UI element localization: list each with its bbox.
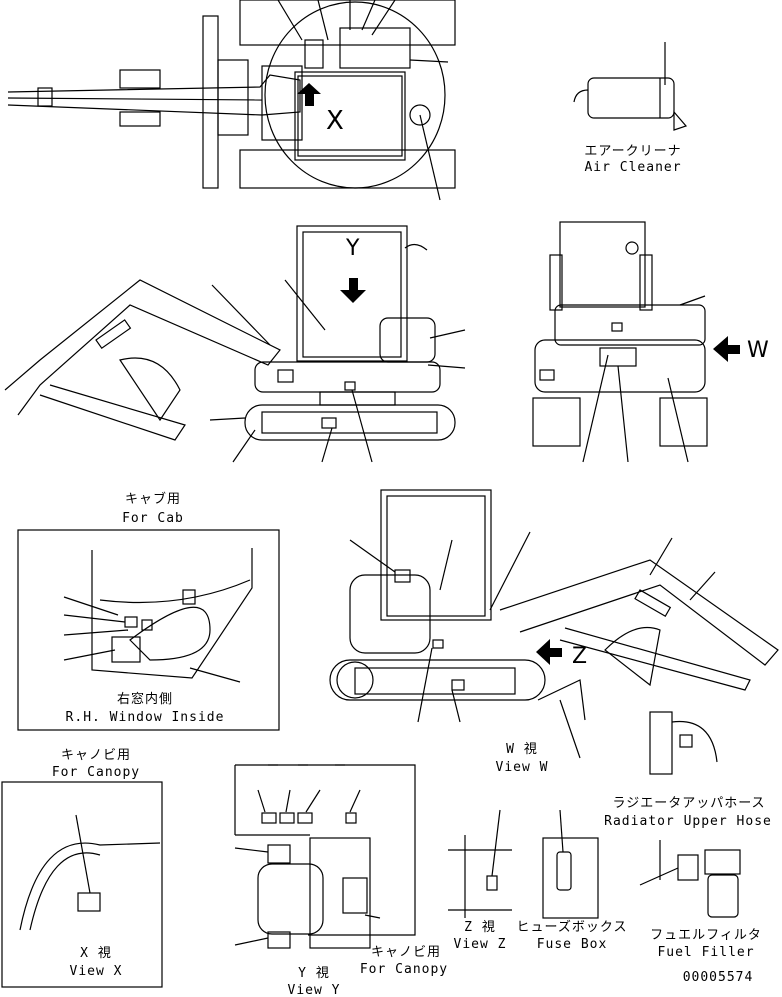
rear-view-machine bbox=[532, 221, 708, 463]
radiator-hose-label-en: Radiator Upper Hose bbox=[604, 814, 772, 829]
fuel-filler-label-en: Fuel Filler bbox=[657, 945, 755, 960]
radiator-hose-drawing bbox=[649, 711, 718, 775]
rh-window-label-jp: 右窓内側 bbox=[116, 692, 173, 707]
side-view-machine bbox=[4, 225, 466, 463]
view-z-label-en: View Z bbox=[453, 937, 507, 952]
radiator-hose-label-jp: ラジエータアッパホース bbox=[612, 796, 766, 811]
arrow-z-icon bbox=[536, 639, 562, 665]
view-z-drawing bbox=[448, 809, 512, 918]
for-cab-label-en: For Cab bbox=[122, 511, 184, 526]
view-w-label-jp: W 視 bbox=[506, 742, 538, 757]
air-cleaner-label-jp: エアークリーナ bbox=[584, 144, 682, 159]
fuel-filter-drawing bbox=[639, 840, 741, 918]
air-cleaner-drawing bbox=[573, 42, 688, 131]
side-view-machine-rh bbox=[329, 489, 779, 759]
arrow-x-icon bbox=[297, 83, 321, 106]
fuse-box-drawing bbox=[542, 809, 599, 919]
rh-window-label-en: R.H. Window Inside bbox=[65, 710, 225, 725]
for-canopy2-label-jp: キャノビ用 bbox=[370, 945, 441, 960]
fuel-filler-label-jp: フュエルフィルタ bbox=[650, 928, 762, 943]
marker-y: Y bbox=[346, 236, 360, 261]
marker-z: Z bbox=[572, 644, 588, 669]
air-cleaner-label-en: Air Cleaner bbox=[584, 160, 682, 175]
fuse-box-label-jp: ヒューズボックス bbox=[516, 920, 628, 935]
view-x-label-jp: X 視 bbox=[80, 946, 112, 961]
view-y-label-jp: Y 視 bbox=[298, 966, 330, 981]
view-y-label-en: View Y bbox=[287, 983, 341, 997]
view-z-label-jp: Z 視 bbox=[464, 920, 496, 935]
arrow-w-icon bbox=[713, 336, 740, 362]
for-cab-label-jp: キャブ用 bbox=[124, 492, 181, 507]
top-view-machine bbox=[7, 0, 456, 201]
marker-w: W bbox=[747, 338, 769, 363]
cab-inset bbox=[17, 529, 280, 731]
marker-x: X bbox=[326, 106, 344, 136]
drawing-number: 00005574 bbox=[682, 970, 754, 985]
for-canopy-label-en: For Canopy bbox=[51, 765, 141, 780]
view-y-drawing bbox=[234, 764, 416, 949]
for-canopy-label-jp: キャノビ用 bbox=[60, 748, 131, 763]
fuse-box-label-en: Fuse Box bbox=[536, 937, 608, 952]
for-canopy2-label-en: For Canopy bbox=[359, 962, 449, 977]
canopy-inset bbox=[1, 781, 163, 988]
view-w-label-en: View W bbox=[495, 760, 549, 775]
view-x-label-en: View X bbox=[69, 964, 123, 979]
arrow-y-icon bbox=[340, 278, 366, 303]
